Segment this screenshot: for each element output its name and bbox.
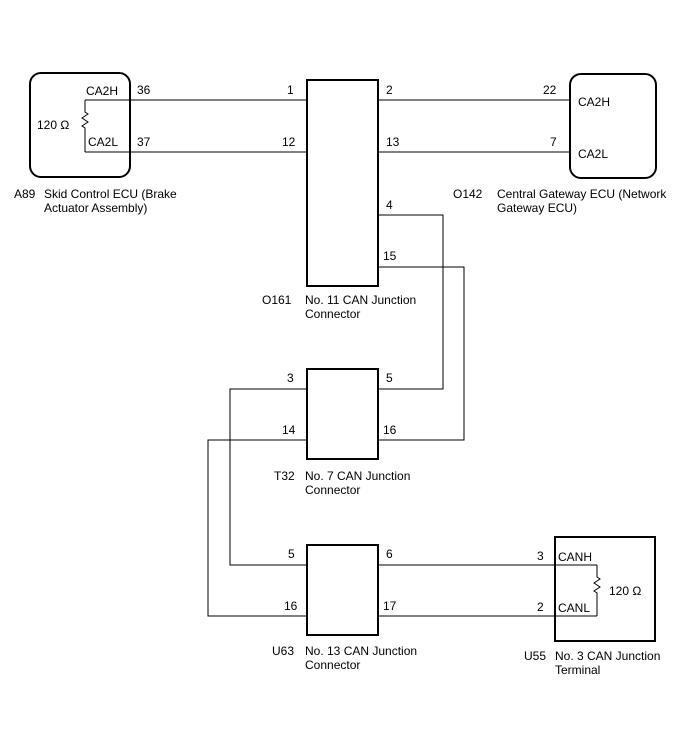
ecu-a89-code: A89 [14,187,36,201]
ecu-a89-pin-ca2l-signal: CA2L [88,135,118,149]
connector-u63-code: U63 [272,644,294,658]
connector-t32-name-line2: Connector [305,483,360,497]
terminal-u55: CANH CANL 120 Ω 3 2 U55 No. 3 CAN Juncti… [524,536,660,677]
connector-o161-pin-1: 1 [287,83,294,97]
connector-u63-name-line1: No. 13 CAN Junction [305,644,417,658]
terminal-u55-resistor-icon [593,565,601,616]
ecu-a89-name-line2: Actuator Assembly) [44,201,147,215]
connector-o161-code: O161 [262,293,292,307]
connector-u63-box [306,544,379,636]
ecu-a89: CA2H CA2L 120 Ω 36 37 A89 Skid Control E… [14,72,177,215]
connector-t32: 3 5 14 16 T32 No. 7 CAN Junction Connect… [274,368,410,497]
ecu-a89-pin-36: 36 [137,83,151,97]
ecu-o142-name-line1: Central Gateway ECU (Network [497,187,667,201]
connector-u63-pin-17: 17 [383,599,397,613]
ecu-o142-code: O142 [453,187,483,201]
ecu-a89-box [29,72,131,178]
connector-t32-pin-14: 14 [282,423,296,437]
connector-o161-pin-2: 2 [386,83,393,97]
connector-t32-pin-16: 16 [383,423,397,437]
ecu-o142-box [569,73,657,179]
connector-u63-pin-5: 5 [288,547,295,561]
ecu-a89-resistor-value: 120 Ω [37,118,69,132]
connector-o161-pin-15: 15 [383,249,397,263]
ecu-o142: CA2H CA2L 22 7 O142 Central Gateway ECU … [453,73,667,215]
terminal-u55-pin-3: 3 [537,549,544,563]
ecu-o142-pin-ca2h-signal: CA2H [578,95,610,109]
terminal-u55-pin-2: 2 [537,600,544,614]
wire-t32-3-to-u63-5 [229,388,307,566]
connector-o161-pin-12: 12 [282,135,296,149]
connector-u63: 5 6 16 17 U63 No. 13 CAN Junction Connec… [272,544,417,672]
ecu-a89-pin-ca2h-signal: CA2H [86,84,118,98]
connector-t32-pin-5: 5 [386,371,393,385]
connector-o161-name-line2: Connector [305,307,360,321]
terminal-u55-code: U55 [524,649,546,663]
connector-t32-name-line1: No. 7 CAN Junction [305,469,410,483]
terminal-u55-pin-canl-signal: CANL [558,601,590,615]
connector-u63-name-line2: Connector [305,658,360,672]
connector-o161-pin-13: 13 [386,135,400,149]
ecu-a89-pin-37: 37 [137,135,151,149]
terminal-u55-resistor-value: 120 Ω [609,584,641,598]
connector-o161-pin-4: 4 [386,198,393,212]
terminal-u55-pin-canh-signal: CANH [558,550,592,564]
connector-t32-code: T32 [274,469,295,483]
ecu-a89-resistor-icon [81,100,89,152]
ecu-o142-pin-7: 7 [550,135,557,149]
connector-o161-name-line1: No. 11 CAN Junction [305,293,416,307]
ecu-o142-pin-22: 22 [543,83,557,97]
connector-u63-pin-6: 6 [386,547,393,561]
ecu-o142-pin-ca2l-signal: CA2L [578,147,608,161]
connector-o161: 1 2 12 13 4 15 O161 No. 11 CAN Junction … [262,79,416,321]
connector-t32-pin-3: 3 [287,371,294,385]
terminal-u55-name-line2: Terminal [555,663,600,677]
wire-t32-14-to-u63-16 [207,439,307,617]
terminal-u55-box [554,536,656,642]
terminal-u55-name-line1: No. 3 CAN Junction [555,649,660,663]
connector-o161-box [306,79,379,287]
ecu-a89-name-line1: Skid Control ECU (Brake [44,187,177,201]
ecu-o142-name-line2: Gateway ECU) [497,201,577,215]
connector-u63-pin-16: 16 [284,599,298,613]
connector-t32-box [306,368,379,460]
